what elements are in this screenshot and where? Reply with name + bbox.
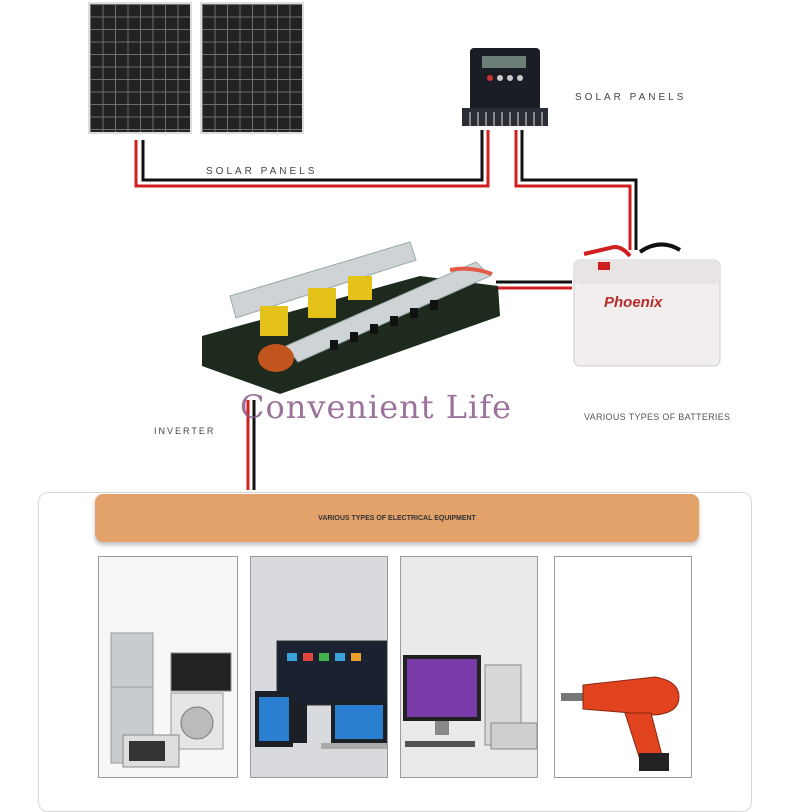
power-drill-icon	[561, 676, 680, 771]
tablet-devices-icon	[255, 640, 387, 749]
inverter-board-icon	[202, 241, 500, 394]
equipment-box-computer	[400, 556, 538, 778]
inverter-label: INVERTER	[154, 426, 216, 436]
equipment-box-tablets	[250, 556, 388, 778]
inverter-to-equipment-wire	[246, 400, 256, 490]
equipment-bar: VARIOUS TYPES OF ELECTRICAL EQUIPMENT	[95, 494, 699, 542]
charge-controller-icon	[462, 48, 548, 126]
battery-unit: Phoenix	[570, 240, 724, 370]
batteries-label: VARIOUS TYPES OF BATTERIES	[584, 412, 731, 422]
solar-panel-left	[88, 2, 192, 134]
solar-panels-label-right: SOLAR PANELS	[575, 92, 687, 103]
desktop-computer-icon	[403, 655, 537, 750]
equipment-bar-label: VARIOUS TYPES OF ELECTRICAL EQUIPMENT	[318, 514, 476, 522]
controller-to-battery-wire	[514, 130, 638, 250]
equipment-box-drill	[554, 556, 692, 778]
battery-brand: Phoenix	[604, 294, 663, 311]
battery-icon	[573, 242, 721, 367]
watermark-text: Convenient Life	[240, 388, 513, 426]
appliances-icon	[110, 632, 232, 768]
equipment-box-appliances	[98, 556, 238, 778]
inverter-to-battery-wire	[496, 280, 572, 290]
panel-to-controller-wire	[134, 130, 490, 188]
solar-panel-right	[200, 2, 304, 134]
solar-panels-label-bottom: SOLAR PANELS	[206, 166, 318, 177]
